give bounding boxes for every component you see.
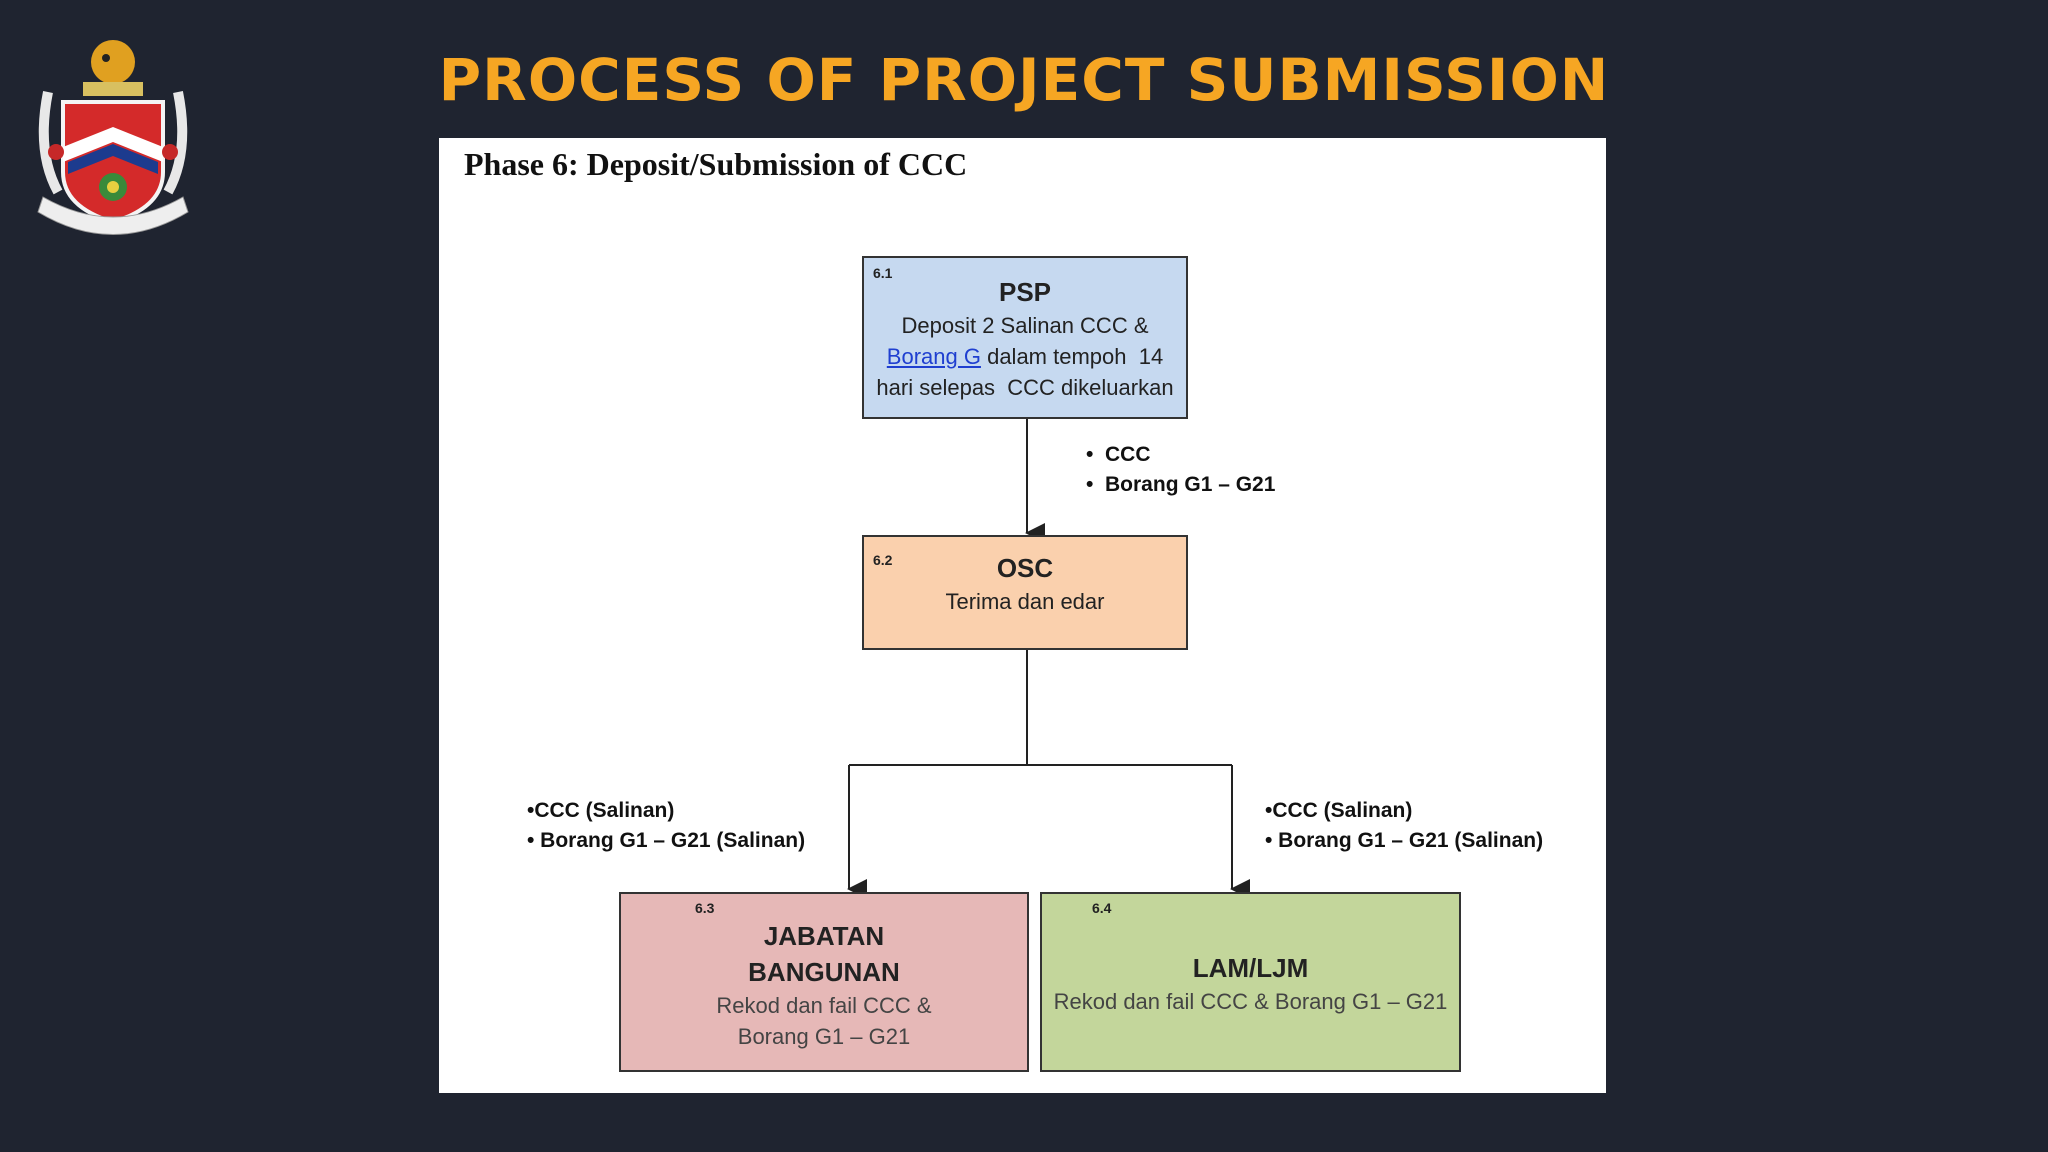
box-text: dalam tempoh 14 — [980, 344, 1164, 369]
box-lam-ljm: 6.4 LAM/LJM Rekod dan fail CCC & Borang … — [1040, 892, 1461, 1072]
flow-item: • CCC — [1086, 443, 1151, 466]
box-heading: JABATAN — [763, 921, 885, 951]
step-number: 6.4 — [1092, 900, 1112, 916]
flow-item: • Borang G1 – G21 — [1086, 473, 1276, 496]
box-heading: BANGUNAN — [748, 957, 900, 987]
box-text: Rekod dan fail CCC & Borang G1 – G21 — [1053, 989, 1448, 1014]
box-text-line: Borang G dalam tempoh 14 — [864, 341, 1186, 372]
step-number: 6.2 — [873, 552, 893, 568]
phase-title: Phase 6: Deposit/Submission of CCC — [464, 146, 968, 182]
box-osc: 6.2 OSC Terima dan edar — [862, 535, 1188, 650]
borang-g-link[interactable]: Borang G — [886, 344, 981, 369]
box-text: Rekod dan fail CCC & — [716, 993, 932, 1018]
step-number: 6.3 — [695, 900, 715, 916]
flow-label-osc-jabatan: •CCC (Salinan) • Borang G1 – G21 (Salina… — [527, 796, 805, 856]
dbkl-crest-logo — [37, 40, 189, 235]
box-heading: LAM/LJM — [1192, 953, 1309, 983]
flow-item: •CCC (Salinan) — [527, 799, 675, 822]
flow-label-osc-lam: •CCC (Salinan) • Borang G1 – G21 (Salina… — [1265, 796, 1543, 856]
box-jabatan-bangunan: 6.3 JABATAN BANGUNAN Rekod dan fail CCC … — [619, 892, 1029, 1072]
flow-item: • Borang G1 – G21 (Salinan) — [1265, 829, 1544, 852]
slide-title: PROCESS OF PROJECT SUBMISSION — [438, 46, 1610, 114]
box-text: hari selepas CCC dikeluarkan — [876, 375, 1174, 400]
flow-label-psp-osc: • CCC • Borang G1 – G21 — [1086, 440, 1275, 500]
flow-item: •CCC (Salinan) — [1265, 799, 1413, 822]
box-text: Deposit 2 Salinan CCC & — [901, 313, 1149, 338]
box-heading: PSP — [998, 277, 1052, 307]
box-text: Borang G1 – G21 — [737, 1024, 911, 1049]
box-heading: OSC — [996, 553, 1054, 583]
box-psp: 6.1 PSP Deposit 2 Salinan CCC & Borang G… — [862, 256, 1188, 419]
flow-item: • Borang G1 – G21 (Salinan) — [527, 829, 806, 852]
step-number: 6.1 — [873, 265, 893, 281]
box-text: Terima dan edar — [945, 589, 1105, 614]
